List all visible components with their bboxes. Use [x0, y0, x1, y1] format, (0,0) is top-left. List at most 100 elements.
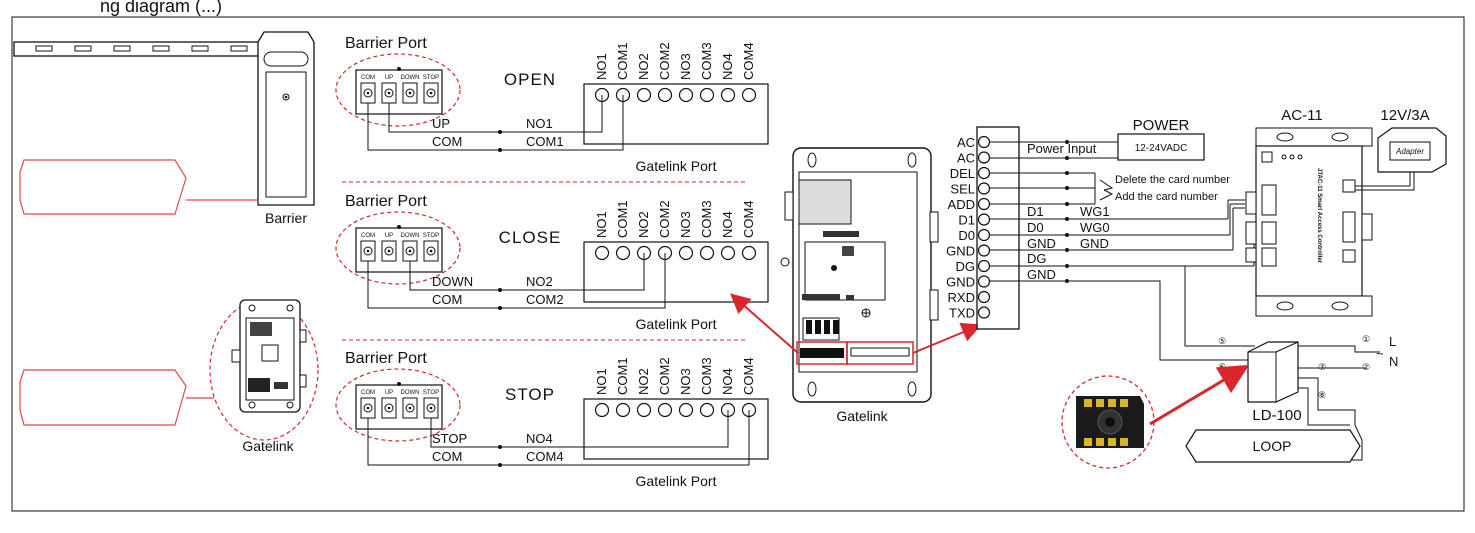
- terminal-label-dg: DG: [956, 259, 976, 274]
- gnd-label-1: GND: [1027, 236, 1056, 251]
- action-label: STOP: [505, 385, 555, 404]
- term-5: ⑤: [1218, 336, 1226, 346]
- term-2: ②: [1362, 362, 1370, 372]
- barrier-terminal-label: COM: [361, 233, 375, 239]
- loop-box: [1185, 429, 1361, 463]
- port-pin-label: COM1: [615, 42, 630, 80]
- barrier-port-highlight: [335, 53, 461, 127]
- port-pin-label: COM2: [657, 42, 672, 80]
- terminal-label-txd: TXD: [949, 306, 975, 321]
- add-switch: [1099, 189, 1114, 201]
- terminal-screw: [977, 306, 991, 319]
- port-pin: [657, 87, 673, 103]
- wire-label-signal: UP: [432, 116, 450, 131]
- port-pin: [699, 87, 715, 103]
- terminal-screw: [977, 151, 991, 164]
- controller-title: AC-11: [1281, 107, 1322, 124]
- terminal-screw: [977, 290, 991, 304]
- terminal-screw: [977, 228, 991, 242]
- wire-dot: [498, 445, 502, 449]
- adapter-label: Adapter: [1395, 147, 1424, 156]
- action-label: CLOSE: [499, 228, 562, 247]
- delete-card-label: Delete the card number: [1115, 174, 1230, 186]
- small-gatelink-device: [231, 299, 307, 413]
- barrier-terminal-screw-center: [366, 91, 370, 95]
- terminal-label-gnd: GND: [946, 275, 975, 290]
- callout-barrier: [19, 159, 258, 215]
- wire-common: [367, 410, 750, 466]
- loop-label: LOOP: [1253, 438, 1292, 454]
- port-pin: [678, 245, 694, 261]
- gatelink-device: [780, 147, 939, 403]
- barrier-terminal-dot: [397, 382, 401, 386]
- port-pin: [594, 402, 610, 418]
- link-label-common: COM4: [526, 449, 564, 464]
- port-pin: [615, 402, 631, 418]
- barrier-terminal-label: UP: [385, 75, 393, 81]
- dg-label: DG: [1027, 251, 1047, 266]
- port-pin: [720, 245, 736, 261]
- port-pin: [741, 87, 757, 103]
- add-card-label: Add the card number: [1115, 191, 1218, 203]
- barrier-label: Barrier: [265, 210, 307, 226]
- barrier-terminal-label: COM: [361, 390, 375, 396]
- port-pin-label: NO2: [636, 53, 651, 80]
- port-pin: [678, 87, 694, 103]
- barrier-terminal-screw-center: [429, 91, 433, 95]
- port-pin-label: NO3: [678, 211, 693, 238]
- term-1: ①: [1362, 334, 1370, 344]
- ac11-controller: [1245, 127, 1414, 317]
- term-7: ⑦: [1318, 362, 1326, 372]
- port-pin-label: COM1: [615, 200, 630, 238]
- terminal-label-gnd: GND: [946, 244, 975, 259]
- wire-label-common: COM: [432, 292, 462, 307]
- barrier-terminal-screw-center: [387, 406, 391, 410]
- barrier-arm: [13, 41, 263, 57]
- wire-dot: [498, 306, 502, 310]
- port-pin-label: NO4: [720, 53, 735, 80]
- barrier-port-highlight: [335, 211, 461, 285]
- frame: [11, 16, 1465, 512]
- wg1-label: WG1: [1080, 204, 1110, 219]
- port-pin-label: COM2: [657, 200, 672, 238]
- port-pin-label: NO2: [636, 211, 651, 238]
- terminal-label-ac: AC: [957, 151, 975, 166]
- port-pin-label: COM3: [699, 357, 714, 395]
- terminal-label-d1: D1: [958, 213, 975, 228]
- wire-label-common: COM: [432, 449, 462, 464]
- wiring-dots: [1065, 140, 1069, 283]
- barrier-terminal-label: STOP: [423, 390, 439, 396]
- barrier-port-title: Barrier Port: [345, 193, 427, 210]
- port-pin: [636, 402, 652, 418]
- relay-socket: [1076, 396, 1144, 448]
- arrow-to-ports: [729, 293, 799, 354]
- barrier-terminal-label: DOWN: [401, 390, 420, 396]
- port-pin-label: NO2: [636, 368, 651, 395]
- gatelink-port-label: Gatelink Port: [636, 473, 717, 489]
- gnd-label-2: GND: [1080, 236, 1109, 251]
- barrier-terminal-screw-center: [408, 91, 412, 95]
- terminal-screw: [977, 244, 991, 257]
- d1-label: D1: [1027, 204, 1044, 219]
- link-label-signal: NO2: [526, 274, 553, 289]
- wire-dot: [498, 130, 502, 134]
- port-pin: [615, 245, 631, 261]
- port-pin-label: COM3: [699, 200, 714, 238]
- terminal-screw: [977, 259, 991, 273]
- gatelink-label: Gatelink: [836, 408, 888, 424]
- port-pin-label: COM1: [615, 357, 630, 395]
- wire-label-common: COM: [432, 134, 462, 149]
- link-label-common: COM2: [526, 292, 564, 307]
- terminal-screw: [977, 135, 991, 149]
- gatelink-port-block: [583, 241, 769, 303]
- header-title: ng diagram (...): [100, 0, 222, 16]
- port-pin-label: NO3: [678, 53, 693, 80]
- barrier-terminal-label: COM: [361, 75, 375, 81]
- term-6: ⑥: [1218, 362, 1226, 372]
- detector-label: LD-100: [1252, 407, 1301, 424]
- adapter-title: 12V/3A: [1380, 107, 1429, 124]
- terminal-screw: [977, 275, 991, 288]
